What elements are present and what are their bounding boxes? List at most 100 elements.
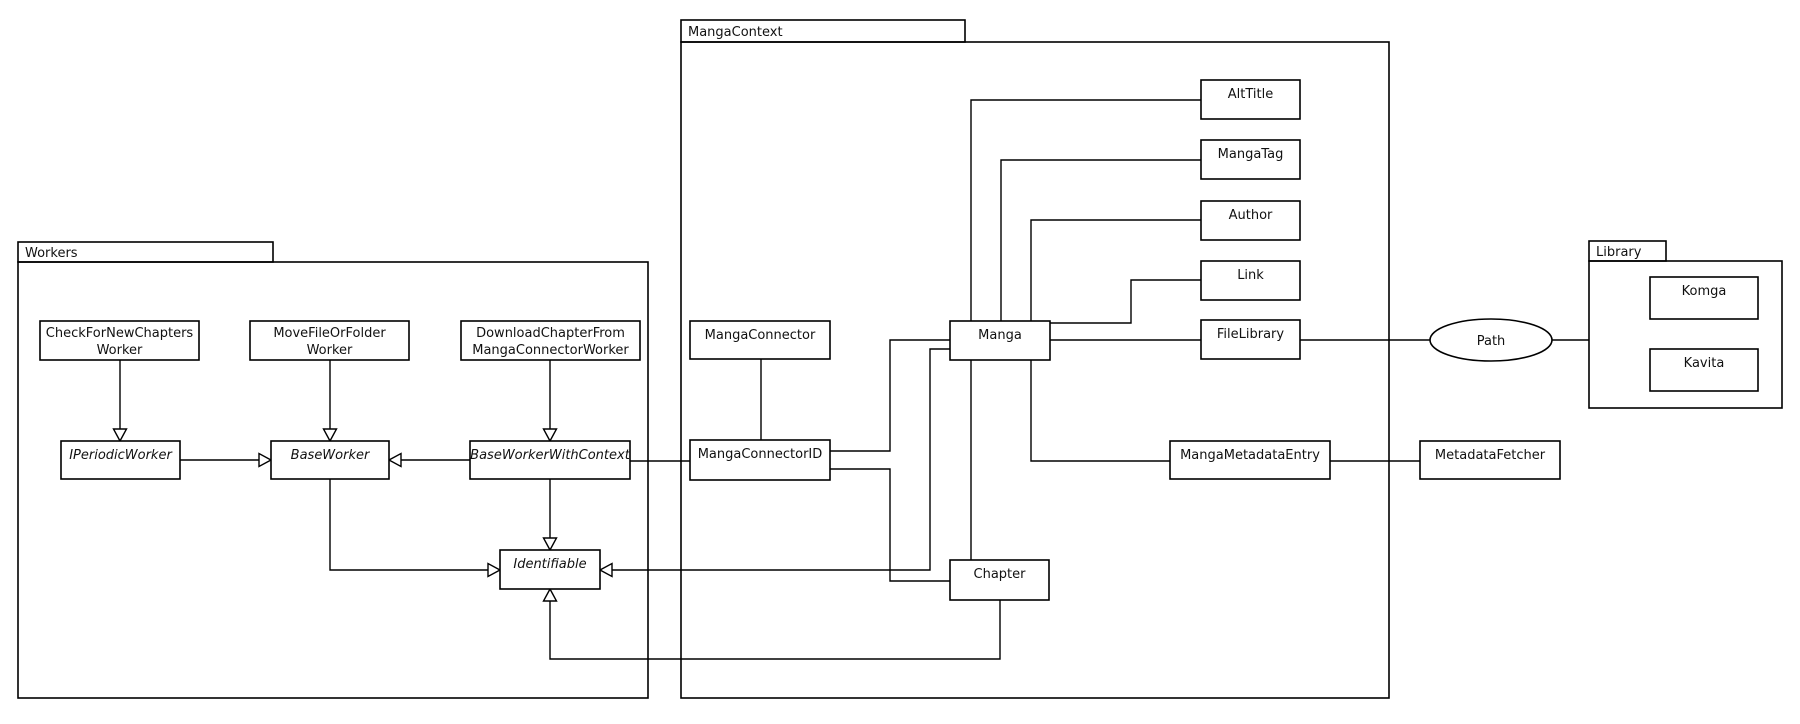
node-box-manga-metadata-entry [1169, 440, 1331, 480]
edge-line [830, 468, 950, 582]
edge-manga--identifiable [598, 348, 950, 578]
edge-base-worker--identifiable [329, 479, 502, 578]
node-label-metadata-fetcher: MetadataFetcher [1435, 448, 1546, 463]
package-body-manga-context [680, 41, 1390, 699]
node-box-link [1200, 260, 1301, 301]
node-label-move-file-or-folder-worker-line1: MoveFileOrFolder [273, 326, 386, 341]
node-box-download-chapter-from-manga-connector-worker [460, 320, 641, 361]
node-label-check-for-new-chapters-worker-line1: CheckForNewChapters [46, 326, 194, 341]
edge-manga-connector-id--chapter [830, 468, 950, 582]
class-node-komga: Komga [1649, 276, 1759, 320]
edge-line [830, 339, 950, 452]
edge-download-chapter-from-manga-connector-worker--base-worker-with-context [542, 360, 558, 443]
package-library: Library [1588, 240, 1783, 409]
edge-manga--author [1030, 219, 1201, 321]
open-triangle-arrowhead [487, 562, 502, 578]
node-box-base-worker [270, 440, 390, 480]
node-label-author: Author [1229, 208, 1273, 223]
open-triangle-arrowhead [598, 562, 613, 578]
class-node-manga-connector: MangaConnector [689, 320, 831, 360]
node-label-file-library: FileLibrary [1217, 327, 1285, 342]
node-label-move-file-or-folder-worker-line2: Worker [307, 343, 353, 358]
node-label-alt-title: AltTitle [1228, 87, 1273, 102]
node-label-check-for-new-chapters-worker-line2: Worker [97, 343, 143, 358]
node-label-manga-metadata-entry: MangaMetadataEntry [1180, 448, 1320, 463]
node-label-komga: Komga [1682, 284, 1727, 299]
node-box-metadata-fetcher [1419, 440, 1561, 480]
node-label-base-worker: BaseWorker [291, 448, 371, 463]
edge-line [1030, 219, 1201, 321]
package-label-workers: Workers [25, 246, 78, 261]
node-label-manga-connector-id: MangaConnectorID [698, 447, 823, 462]
node-label-link: Link [1237, 268, 1264, 283]
node-box-move-file-or-folder-worker [249, 320, 410, 361]
class-node-kavita: Kavita [1649, 348, 1759, 392]
edge-i-periodic-worker--base-worker [180, 452, 273, 468]
node-box-base-worker-with-context [469, 440, 631, 480]
open-triangle-arrowhead [542, 537, 558, 552]
edge-manga--manga-tag [1000, 159, 1201, 321]
open-triangle-arrowhead [387, 452, 402, 468]
node-box-identifiable [499, 549, 601, 590]
edge-line [329, 479, 488, 571]
class-node-link: Link [1200, 260, 1301, 301]
edge-base-worker-with-context--base-worker [387, 452, 470, 468]
node-box-manga [949, 320, 1051, 361]
node-label-kavita: Kavita [1684, 356, 1725, 371]
node-box-kavita [1649, 348, 1759, 392]
package-body-library [1588, 260, 1783, 409]
class-node-alt-title: AltTitle [1200, 79, 1301, 120]
node-label-download-chapter-from-manga-connector-worker-line1: DownloadChapterFrom [476, 326, 625, 341]
edge-chapter--identifiable [542, 587, 1001, 660]
node-label-path: Path [1477, 334, 1506, 349]
edge-line [612, 348, 950, 571]
class-node-author: Author [1200, 200, 1301, 241]
edge-manga--link [1050, 279, 1201, 324]
class-node-manga: Manga [949, 320, 1051, 361]
edge-line [1000, 159, 1201, 321]
package-body-workers [17, 261, 649, 699]
open-triangle-arrowhead [542, 428, 558, 443]
class-node-identifiable: Identifiable [499, 549, 601, 590]
node-box-manga-connector [689, 320, 831, 360]
node-label-i-periodic-worker: IPeriodicWorker [69, 448, 173, 463]
class-node-base-worker-with-context: BaseWorkerWithContext [469, 440, 631, 480]
edge-manga--manga-metadata-entry [1030, 360, 1170, 462]
node-box-manga-tag [1200, 139, 1301, 180]
node-box-chapter [949, 559, 1050, 601]
node-label-base-worker-with-context: BaseWorkerWithContext [470, 448, 631, 463]
edge-manga--alt-title [970, 99, 1201, 321]
node-box-file-library [1200, 319, 1301, 360]
edge-move-file-or-folder-worker--base-worker [322, 360, 338, 443]
class-node-base-worker: BaseWorker [270, 440, 390, 480]
class-node-manga-connector-id: MangaConnectorID [689, 439, 831, 481]
edge-check-for-new-chapters-worker--i-periodic-worker [112, 360, 128, 443]
class-node-manga-metadata-entry: MangaMetadataEntry [1169, 440, 1331, 480]
node-label-download-chapter-from-manga-connector-worker-line2: MangaConnectorWorker [472, 343, 629, 358]
node-label-manga-tag: MangaTag [1218, 147, 1284, 162]
node-box-author [1200, 200, 1301, 241]
class-node-chapter: Chapter [949, 559, 1050, 601]
node-box-manga-connector-id [689, 439, 831, 481]
node-ellipse-path [1429, 318, 1553, 362]
node-box-komga [1649, 276, 1759, 320]
class-node-metadata-fetcher: MetadataFetcher [1419, 440, 1561, 480]
edge-line [1030, 360, 1170, 462]
package-manga-context: MangaContext [680, 19, 1390, 699]
open-triangle-arrowhead [112, 428, 128, 443]
node-label-identifiable: Identifiable [513, 557, 586, 572]
open-triangle-arrowhead [322, 428, 338, 443]
edge-line [549, 600, 1001, 660]
node-box-alt-title [1200, 79, 1301, 120]
edge-line [970, 99, 1201, 321]
class-node-manga-tag: MangaTag [1200, 139, 1301, 180]
class-node-i-periodic-worker: IPeriodicWorker [60, 440, 181, 480]
edge-manga-connector-id--manga [830, 339, 950, 452]
node-label-manga-connector: MangaConnector [705, 328, 816, 343]
node-box-i-periodic-worker [60, 440, 181, 480]
